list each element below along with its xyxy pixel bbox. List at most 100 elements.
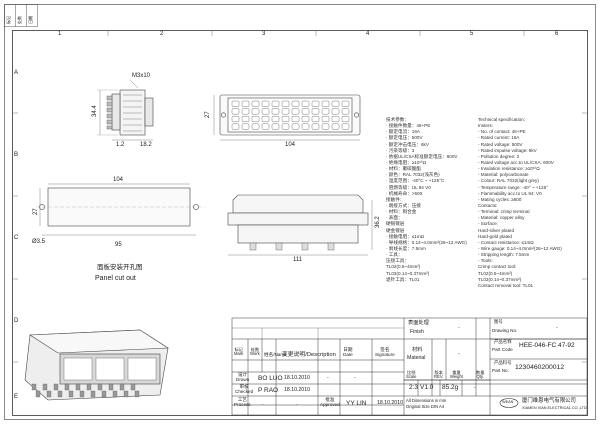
- contact-cavity: [321, 115, 330, 122]
- spec-en-line: - Material: polycarbonate: [478, 172, 529, 178]
- contact-cavity: [251, 115, 260, 122]
- spec-cn-line: · 导线规格：0.14~4.0mm²(26~12 AWG): [386, 239, 467, 245]
- dim-cut-height: 27: [33, 208, 39, 215]
- wire-pin: [53, 383, 59, 391]
- weight-label-cn: 重量: [452, 370, 461, 375]
- approved-date: 18.10.2010: [377, 400, 403, 406]
- part-no-value: 1230460200012: [515, 364, 565, 371]
- contact-cavity: [311, 108, 320, 115]
- company-logo-icon: [499, 398, 519, 408]
- name-label-en: Name: [274, 352, 287, 357]
- spec-cn-line: 硬金镀层: [386, 227, 405, 233]
- wire-pin: [123, 390, 129, 398]
- spec-cn-line: 压接工具：: [386, 258, 409, 264]
- scale-value: 2:3: [409, 384, 419, 391]
- wire-pin: [35, 390, 41, 398]
- contact-cavity: [301, 108, 310, 115]
- col-label-4: 4: [366, 31, 370, 37]
- process-label-en: Process: [234, 401, 251, 407]
- wire-pin: [90, 390, 96, 398]
- contact-cavity: [261, 115, 270, 122]
- col-label-6: 6: [555, 31, 559, 37]
- rev-stub-date: 日期: [28, 16, 33, 24]
- panel-cutout-view: [36, 183, 205, 236]
- wire-pin: [112, 390, 118, 398]
- spec-cn-line: · 材料：聚碳酸酯: [386, 166, 421, 172]
- contact-cavity: [311, 123, 320, 130]
- contact-cavity: [281, 123, 290, 130]
- wire-pin: [31, 383, 37, 391]
- date-label-en: Date: [343, 351, 353, 357]
- spec-en-line: - Rated current: 16A: [478, 135, 520, 141]
- wire-pin: [97, 383, 103, 391]
- dim-bottom-height: 36.2: [375, 216, 381, 228]
- drawing-no-label-cn: 图号: [494, 319, 503, 324]
- desc-label: 变更说明/Description: [282, 352, 336, 358]
- name-label: 姓名/Name: [264, 352, 287, 357]
- qty-label-en: Qty.: [476, 374, 484, 380]
- housing-view: [227, 194, 373, 256]
- spec-cn-line: · 污染等级：3: [386, 147, 415, 153]
- dim-side-height: 34.4: [92, 105, 98, 117]
- spec-cn-line: · 依据UL/CSA标准额定电压：600V: [386, 153, 458, 159]
- contact-cavity: [261, 123, 270, 130]
- contact-cavity: [311, 115, 320, 122]
- material-label-cn: 材料: [412, 347, 423, 353]
- dim-front-height: 27: [205, 111, 211, 118]
- process-label-cn: 工艺: [237, 397, 247, 402]
- contact-cavity: [251, 108, 260, 115]
- contact-cavity: [261, 100, 270, 107]
- dim-cut-bottom: 95: [115, 242, 122, 248]
- spec-en-line: - Surface:: [478, 221, 498, 227]
- spec-en-line: - Flammability acc.to UL 94: V0: [478, 190, 542, 196]
- part-name-label-en: Part Code: [492, 347, 513, 352]
- contact-cavity: [331, 123, 340, 130]
- material-label-en: Material: [407, 355, 426, 361]
- col-label-5: 5: [470, 31, 474, 37]
- spec-cn-line: · 温度范围：-40°C ~ +125°C: [386, 178, 445, 184]
- spec-en-line: - Rated impulse voltage: 6kV: [478, 147, 537, 153]
- spec-cn-line: · 绝缘电阻：≥10¹⁰Ω: [386, 159, 427, 165]
- logo-text: WEAN: [502, 400, 514, 404]
- row-label-c: C: [14, 235, 19, 241]
- spec-cn-line: 退针工具：TL01: [386, 276, 420, 282]
- dim-cut-top: 104: [113, 177, 124, 183]
- spec-en-line: Contacts:: [478, 202, 498, 208]
- contact-cavity: [341, 123, 350, 130]
- desc-label-en: Description: [306, 352, 336, 358]
- finish-value: -: [458, 325, 460, 331]
- checked-label-en: Checked: [235, 388, 254, 394]
- contact-cavity: [261, 108, 270, 115]
- drawing-no-label-en: Drawing No.: [492, 328, 518, 333]
- checked-name: P RAO: [258, 387, 279, 394]
- spec-en-line: - No. of contact: 46+PE: [478, 129, 526, 135]
- contact-cavity: [241, 115, 250, 122]
- contact-cavity: [311, 100, 320, 107]
- spec-en-line: Contact removal tool: TL01: [478, 282, 534, 288]
- inner-frame: [12, 30, 588, 416]
- name-label-cn: 姓名: [264, 352, 274, 357]
- spec-cn-line: · 工具：: [386, 252, 403, 258]
- spec-cn-line: · 剥线长度：7.5mm: [386, 245, 426, 251]
- rev-stub-mark: 标记: [6, 16, 11, 24]
- contact-cavity: [241, 100, 250, 107]
- contact-cavity: [331, 100, 340, 107]
- wire-pin: [68, 390, 74, 398]
- row-label-e: E: [14, 394, 19, 400]
- contact-cavity: [321, 100, 330, 107]
- spec-cn-line: · 接触电阻：≤1mΩ: [386, 233, 425, 239]
- drawn-name: BO LUO: [258, 375, 283, 382]
- scale-label-en: Scale: [406, 374, 417, 380]
- revision-stub: [4, 4, 38, 27]
- spec-cn-line: 硬银镀层: [386, 221, 405, 227]
- part-no-label-en: Part No.: [492, 368, 509, 373]
- spec-cn-line: · 材料：铜合金: [386, 209, 417, 215]
- spec-cn-line: 接触件：: [386, 196, 405, 202]
- spec-en-line: - Terminal: crimp terminal: [478, 209, 530, 215]
